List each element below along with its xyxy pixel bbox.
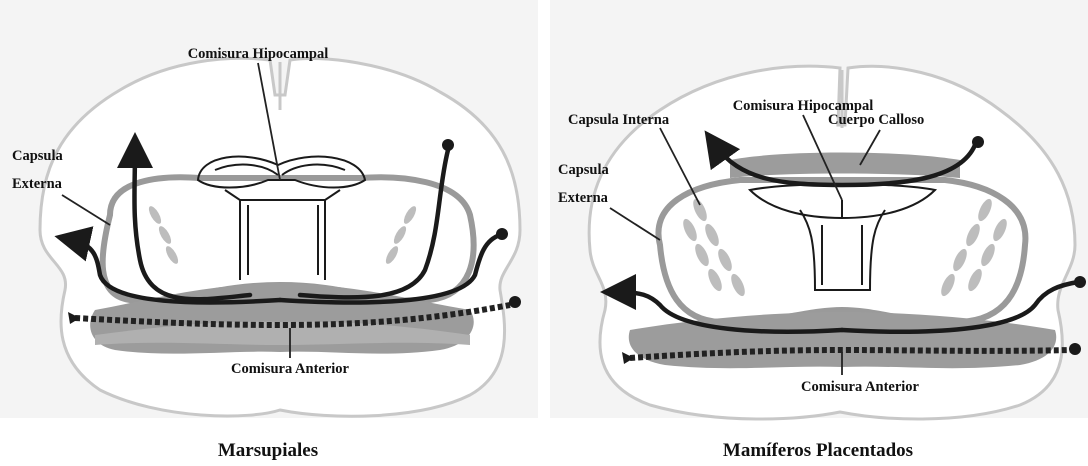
left-label-anterior: Comisura Anterior bbox=[231, 361, 350, 377]
left-label-capsula-1: Capsula bbox=[12, 148, 64, 164]
right-caption: Mamíferos Placentados bbox=[723, 440, 913, 461]
left-label-capsula-2: Externa bbox=[12, 176, 63, 192]
left-caption: Marsupiales bbox=[218, 440, 318, 461]
left-label-hippocampal: Comisura Hipocampal bbox=[188, 46, 329, 62]
right-label-capsula-1: Capsula bbox=[558, 162, 610, 178]
left-tract-end-dot-2 bbox=[496, 228, 508, 240]
placental-diagram: Comisura Hipocampal Capsula Interna Cuer… bbox=[550, 0, 1088, 461]
right-label-anterior: Comisura Anterior bbox=[801, 379, 920, 395]
right-label-internal-capsule: Capsula Interna bbox=[568, 112, 670, 128]
right-tract-end-dot-2 bbox=[1074, 276, 1086, 288]
right-tract-end-dot-1 bbox=[972, 136, 984, 148]
right-label-capsula-2: Externa bbox=[558, 190, 609, 206]
right-label-corpus-callosum: Cuerpo Calloso bbox=[828, 112, 924, 128]
marsupial-diagram: Comisura Hipocampal Capsula Externa Comi… bbox=[0, 0, 538, 461]
left-tract-end-dot-1 bbox=[442, 139, 454, 151]
